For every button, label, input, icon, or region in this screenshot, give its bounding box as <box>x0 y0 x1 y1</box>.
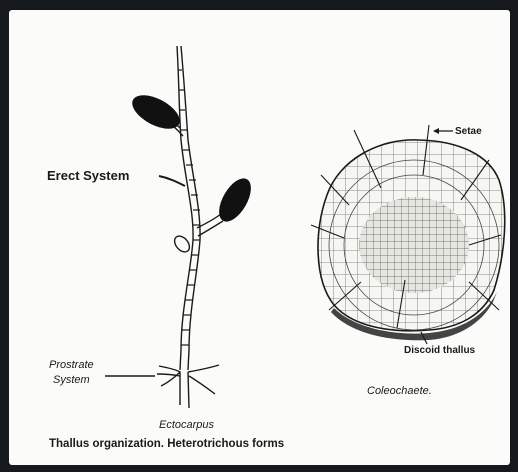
leader-erect-system <box>159 176 185 186</box>
coleochaete-drawing: Setae Discoid thallus Coleochaete. <box>311 125 505 397</box>
filament-cell-walls <box>178 70 200 345</box>
figure-panel: Erect System Prostrate System Ectocarpus <box>9 10 510 465</box>
label-setae: Setae <box>455 126 482 137</box>
thallus-diagram: Erect System Prostrate System Ectocarpus <box>9 10 510 465</box>
disc-center-dense <box>359 197 469 293</box>
prostrate-rhizoids <box>159 365 219 408</box>
setae-arrowhead <box>433 128 439 134</box>
figure-caption: Thallus organization. Heterotrichous for… <box>49 438 284 450</box>
label-coleochaete: Coleochaete. <box>367 385 432 397</box>
ectocarpus-drawing <box>157 46 223 408</box>
plurilocular-sporangium-lower <box>213 173 258 227</box>
lateral-bud <box>172 233 193 255</box>
label-erect-system: Erect System <box>47 168 129 183</box>
label-system: System <box>53 374 90 386</box>
label-discoid-thallus: Discoid thallus <box>404 345 476 356</box>
right-branch <box>197 214 221 228</box>
label-ectocarpus: Ectocarpus <box>159 419 215 431</box>
label-prostrate: Prostrate <box>49 359 94 371</box>
